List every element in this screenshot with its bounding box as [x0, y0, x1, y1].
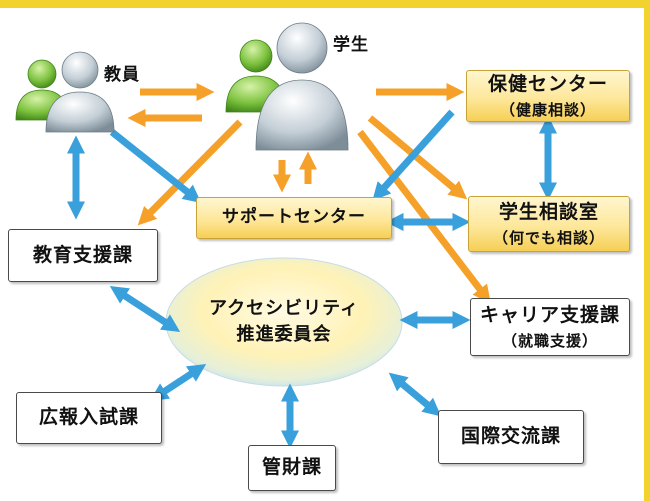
student-people-icon — [225, 22, 349, 151]
education-support-title: 教育支援課 — [32, 243, 133, 266]
finance-title: 管財課 — [261, 456, 322, 479]
support-center-title: サポートセンター — [222, 207, 366, 228]
arrow-student-to-education — [137, 119, 243, 226]
career-support-subtitle: （就職支援） — [501, 331, 598, 350]
student-counseling-subtitle: （何でも相談） — [492, 228, 605, 247]
teacher-people-icon — [15, 51, 115, 133]
teacher-label: 教員 — [104, 65, 140, 85]
career-support-title: キャリア支援課 — [479, 303, 620, 326]
blue-arrows — [66, 109, 558, 449]
accessibility-committee: アクセシビリティ 推進委員会 — [166, 258, 402, 386]
international-title: 国際交流課 — [460, 425, 561, 448]
arrow-student-to-career — [357, 129, 491, 304]
career-support-box: キャリア支援課 （就職支援） — [470, 298, 630, 356]
arrow-health-to-support — [372, 109, 455, 201]
arrow-committee-international — [388, 372, 442, 417]
arrow-committee-pr — [149, 364, 207, 401]
frame-stripe-top — [0, 0, 650, 8]
health-center-subtitle: （健康相談） — [499, 100, 596, 119]
pr-admissions-title: 広報入試課 — [38, 406, 139, 429]
health-center-title: 保健センター — [487, 72, 608, 95]
committee-line-1: アクセシビリティ — [208, 297, 360, 319]
student-counseling-box: 学生相談室 （何でも相談） — [468, 196, 630, 252]
support-center-box: サポートセンター — [196, 197, 392, 239]
committee-line-2: 推進委員会 — [236, 324, 332, 345]
frame-stripe-right — [644, 0, 650, 501]
student-counseling-title: 学生相談室 — [498, 200, 599, 223]
health-center-box: 保健センター （健康相談） — [466, 70, 630, 122]
education-support-box: 教育支援課 — [8, 229, 158, 282]
arrow-education-committee — [109, 286, 181, 332]
international-box: 国際交流課 — [438, 410, 584, 464]
orange-arrows — [127, 82, 491, 304]
arrow-teacher-to-support — [109, 129, 202, 204]
pr-admissions-box: 広報入試課 — [16, 392, 162, 444]
finance-box: 管財課 — [248, 445, 336, 491]
student-label: 学生 — [333, 35, 369, 55]
